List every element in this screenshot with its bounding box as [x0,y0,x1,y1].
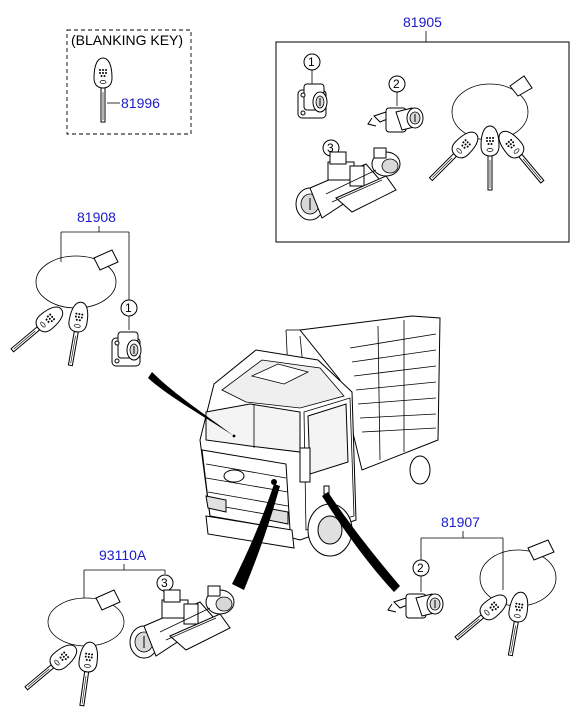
part-number-81905: 81905 [403,14,442,30]
key-icon [93,57,113,123]
key-icon [60,300,91,368]
svg-text:2: 2 [393,77,400,91]
key-icon [493,126,550,188]
part-number-93110A: 93110A [99,547,147,563]
callout-1: 1 [303,53,321,88]
svg-text:2: 2 [417,561,424,575]
kit-81907: 81907 2 [387,514,557,658]
leader-arrows [148,372,400,592]
part-number-81907: 81907 [441,514,480,530]
callout-2: 2 [412,559,430,592]
blanking-key-box: (BLANKING KEY) 81996 [66,29,192,135]
key-icon [6,301,68,358]
door-lock-cylinder-icon [297,83,328,119]
door-lock-cylinder-icon [367,107,424,133]
key-tag-icon [35,249,119,309]
svg-text:3: 3 [327,141,334,155]
kit-81905: 81905 1 2 3 [275,14,570,243]
key-icon [424,126,484,186]
part-number-81908: 81908 [77,209,116,225]
kit-93110A: 93110A 3 [20,547,235,708]
svg-text:1: 1 [308,55,315,69]
ignition-switch-icon [129,585,235,659]
key-icon [20,639,82,696]
key-icon [480,125,500,191]
door-lock-cylinder-icon [111,331,142,367]
door-lock-cylinder-icon [387,593,444,619]
ignition-switch-icon [295,147,401,221]
callout-1: 1 [120,299,138,330]
svg-text:3: 3 [161,576,168,590]
key-tag-icon [47,589,125,647]
truck-illustration [199,315,441,557]
svg-text:1: 1 [125,301,132,315]
callout-2: 2 [388,75,406,106]
key-icon [450,589,512,646]
blanking-key-caption: (BLANKING KEY) [71,32,183,48]
part-number-81996: 81996 [121,95,160,111]
kit-81908: 81908 1 [6,209,142,368]
